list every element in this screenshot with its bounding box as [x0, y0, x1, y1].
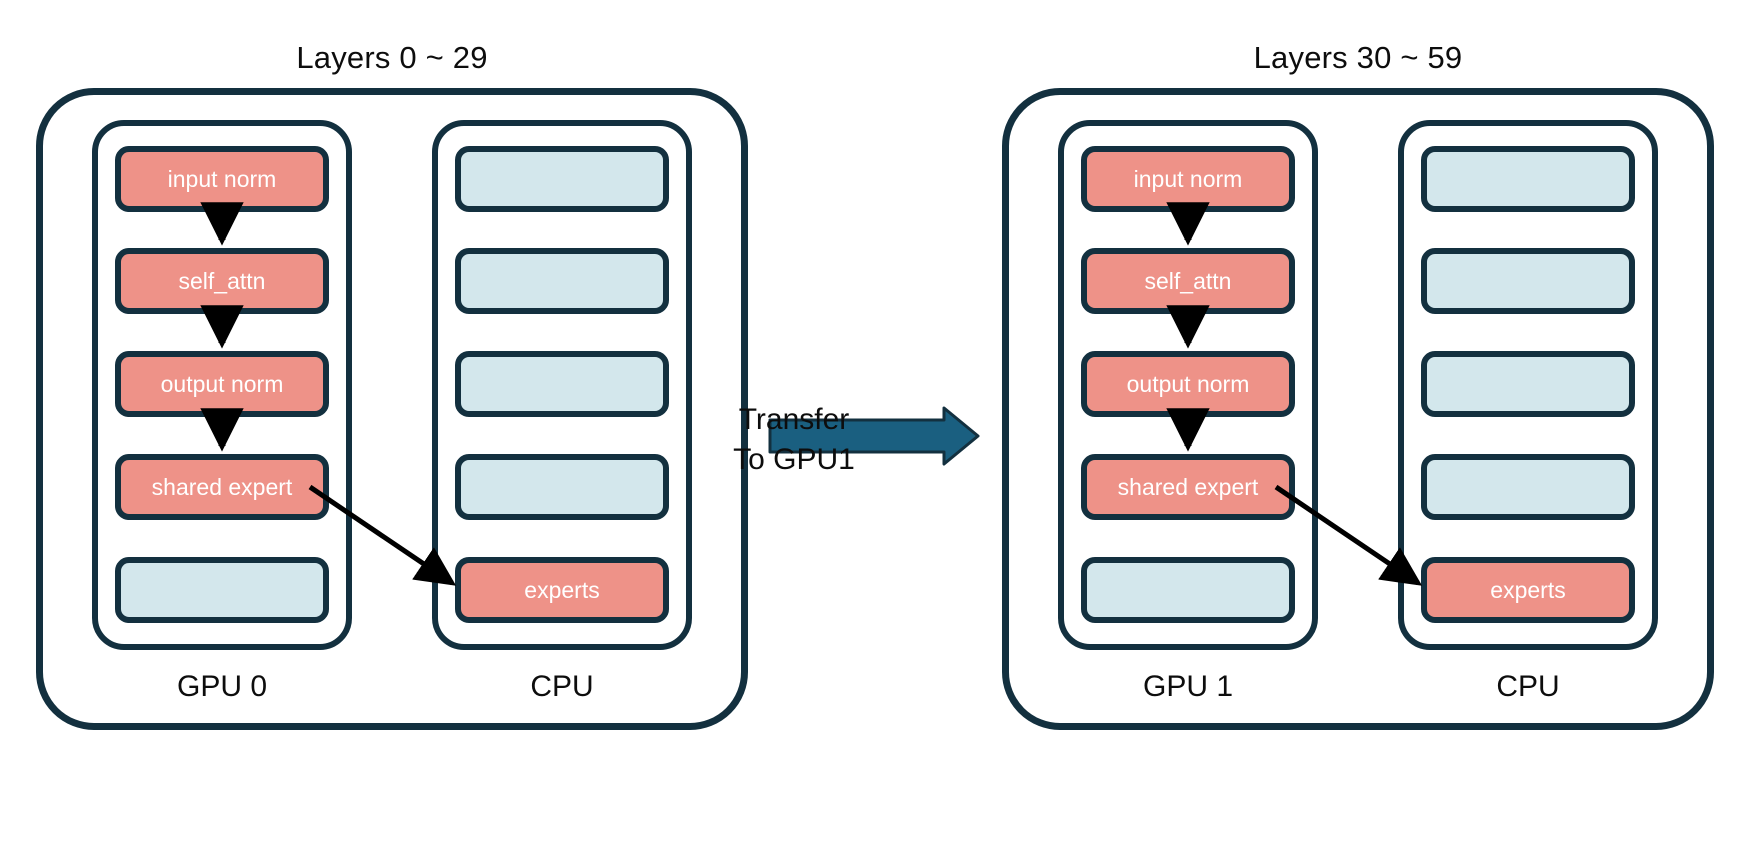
block-cpu1-slot-3[interactable] [1421, 351, 1635, 417]
block-gpu1-empty[interactable] [1081, 557, 1295, 623]
block-gpu0-shared-expert[interactable]: shared expert [115, 454, 329, 520]
block-cpu0-experts[interactable]: experts [455, 557, 669, 623]
column-label-gpu1: GPU 1 [1142, 670, 1234, 703]
block-cpu1-slot-4[interactable] [1421, 454, 1635, 520]
block-gpu1-self-attn[interactable]: self_attn [1081, 248, 1295, 314]
block-cpu1-slot-1[interactable] [1421, 146, 1635, 212]
transfer-arrow-label: Transfer To GPU1 [694, 400, 894, 480]
block-gpu1-output-norm[interactable]: output norm [1081, 351, 1295, 417]
block-gpu0-self-attn[interactable]: self_attn [115, 248, 329, 314]
block-cpu0-slot-3[interactable] [455, 351, 669, 417]
group-title-left: Layers 0 ~ 29 [296, 40, 488, 75]
block-cpu0-slot-4[interactable] [455, 454, 669, 520]
block-cpu0-slot-1[interactable] [455, 146, 669, 212]
column-label-cpu0: CPU [530, 670, 594, 703]
column-label-gpu0: GPU 0 [176, 670, 268, 703]
transfer-label-line1: Transfer [738, 403, 850, 436]
block-gpu1-input-norm[interactable]: input norm [1081, 146, 1295, 212]
block-cpu0-slot-2[interactable] [455, 248, 669, 314]
block-gpu0-output-norm[interactable]: output norm [115, 351, 329, 417]
column-label-cpu1: CPU [1496, 670, 1560, 703]
block-cpu1-slot-2[interactable] [1421, 248, 1635, 314]
group-title-right: Layers 30 ~ 59 [1253, 40, 1463, 75]
block-gpu1-shared-expert[interactable]: shared expert [1081, 454, 1295, 520]
block-gpu0-input-norm[interactable]: input norm [115, 146, 329, 212]
transfer-label-line2: To GPU1 [733, 442, 855, 476]
block-gpu0-empty[interactable] [115, 557, 329, 623]
block-cpu1-experts[interactable]: experts [1421, 557, 1635, 623]
